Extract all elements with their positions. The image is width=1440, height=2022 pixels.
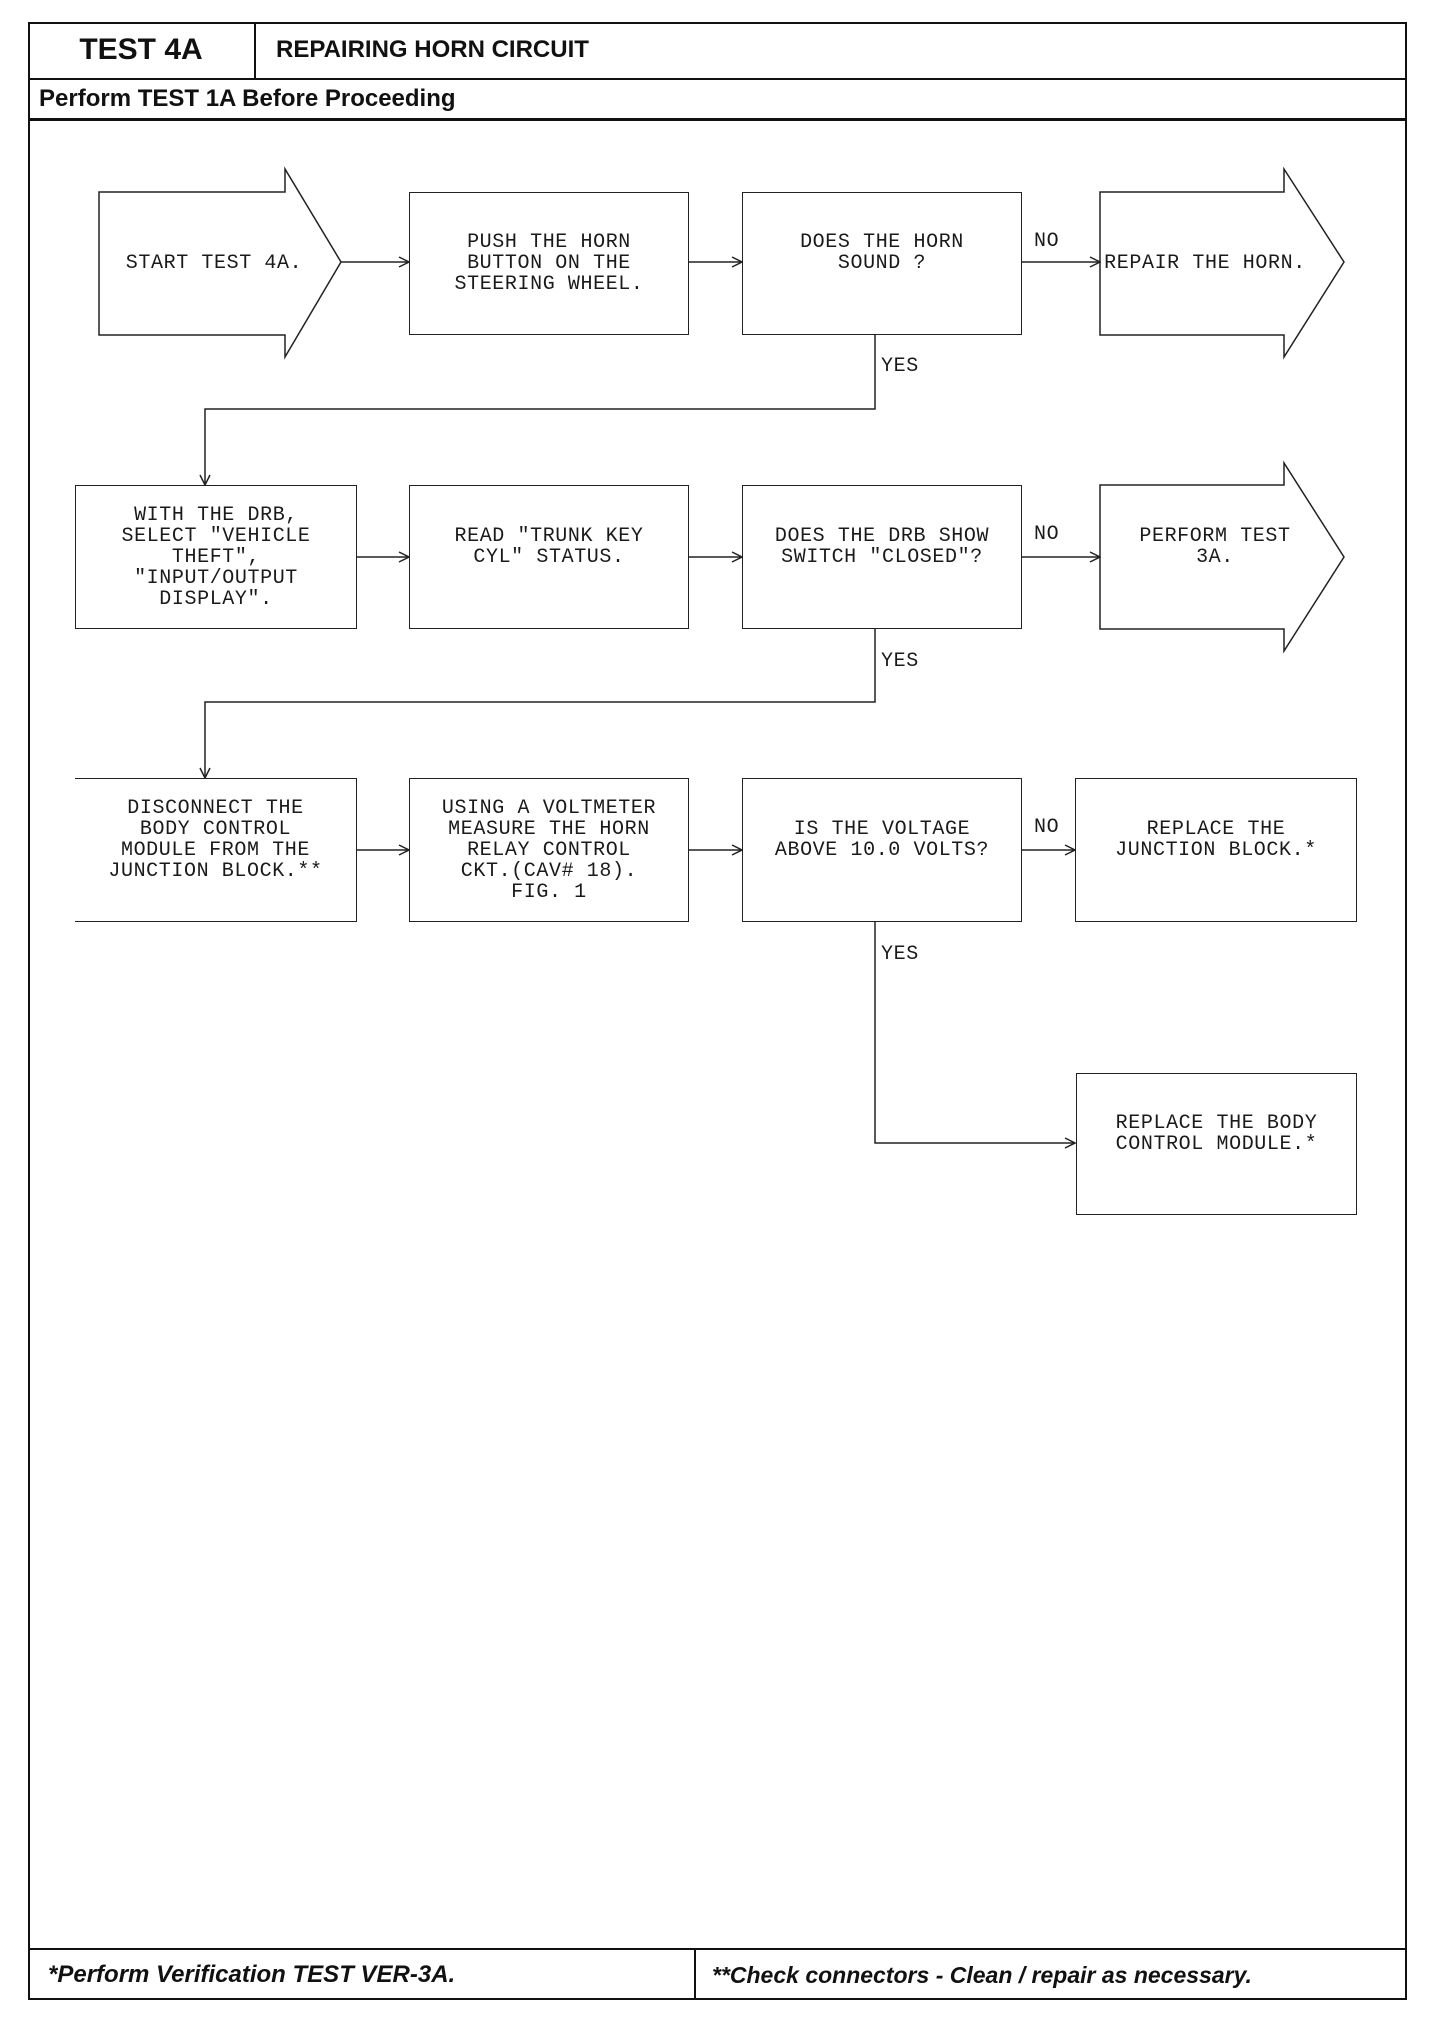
disconnect-bcm-step-text: DISCONNECT THE BODY CONTROL MODULE FROM … — [108, 796, 323, 883]
footer-notes: *Perform Verification TEST VER-3A. **Che… — [28, 1948, 1407, 2000]
perform-3a-arrow-shape — [1099, 460, 1345, 654]
push-horn-step-text: PUSH THE HORN BUTTON ON THE STEERING WHE… — [454, 231, 644, 296]
read-trunk-step-text: READ "TRUNK KEY CYL" STATUS. — [454, 524, 644, 569]
page-frame — [28, 22, 1407, 2000]
perform-3a-step: PERFORM TEST 3A. — [1100, 485, 1330, 629]
no-label: NO — [1034, 816, 1060, 839]
yes-label: YES — [881, 355, 919, 378]
horn-sound-decision: DOES THE HORN SOUND ? — [742, 192, 1022, 335]
measure-voltage-step: USING A VOLTMETER MEASURE THE HORN RELAY… — [409, 778, 689, 922]
replace-junction-step-text: REPLACE THE JUNCTION BLOCK.* — [1115, 817, 1317, 862]
drb-closed-decision: DOES THE DRB SHOW SWITCH "CLOSED"? — [742, 485, 1022, 629]
header-row: TEST 4A REPAIRING HORN CIRCUIT — [28, 22, 1407, 80]
test-title: REPAIRING HORN CIRCUIT — [276, 36, 589, 63]
footer-connector-note: **Check connectors - Clean / repair as n… — [712, 1961, 1252, 1988]
footer-verification-note: *Perform Verification TEST VER-3A. — [28, 1950, 696, 2000]
no-label: NO — [1034, 230, 1060, 253]
perform-3a-step-text: PERFORM TEST 3A. — [1139, 524, 1291, 569]
start-step-text: START TEST 4A. — [125, 252, 303, 275]
no-label: NO — [1034, 523, 1060, 546]
horn-sound-decision-text: DOES THE HORN SOUND ? — [800, 231, 964, 275]
connector-yes-to-row3 — [205, 629, 876, 778]
start-step: START TEST 4A. — [99, 192, 329, 335]
repair-horn-step-text: REPAIR THE HORN. — [1104, 252, 1306, 275]
prerequisite-note: Perform TEST 1A Before Proceeding — [28, 80, 1407, 121]
connector-yes-to-row2 — [205, 335, 876, 485]
read-trunk-step: READ "TRUNK KEY CYL" STATUS. — [409, 485, 689, 629]
drb-closed-decision-text: DOES THE DRB SHOW SWITCH "CLOSED"? — [774, 524, 990, 569]
drb-select-step: WITH THE DRB, SELECT "VEHICLE THEFT", "I… — [75, 485, 357, 629]
repair-horn-arrow-shape — [1099, 166, 1345, 360]
drb-select-step-text: WITH THE DRB, SELECT "VEHICLE THEFT", "I… — [121, 503, 311, 611]
disconnect-bcm-step: DISCONNECT THE BODY CONTROL MODULE FROM … — [75, 778, 357, 922]
voltage-decision: IS THE VOLTAGE ABOVE 10.0 VOLTS? — [742, 778, 1022, 922]
test-id: TEST 4A — [28, 22, 256, 78]
voltage-decision-text: IS THE VOLTAGE ABOVE 10.0 VOLTS? — [774, 817, 990, 862]
measure-voltage-step-text: USING A VOLTMETER MEASURE THE HORN RELAY… — [441, 796, 657, 904]
replace-bcm-step-text: REPLACE THE BODY CONTROL MODULE.* — [1115, 1111, 1318, 1156]
replace-bcm-step: REPLACE THE BODY CONTROL MODULE.* — [1076, 1073, 1357, 1215]
replace-junction-step: REPLACE THE JUNCTION BLOCK.* — [1075, 778, 1357, 922]
start-arrow-shape — [98, 166, 342, 360]
repair-horn-step: REPAIR THE HORN. — [1100, 192, 1310, 335]
connector-yes-to-replace-bcm — [874, 922, 1075, 1143]
push-horn-step: PUSH THE HORN BUTTON ON THE STEERING WHE… — [409, 192, 689, 335]
yes-label: YES — [881, 943, 919, 966]
yes-label: YES — [881, 650, 919, 673]
